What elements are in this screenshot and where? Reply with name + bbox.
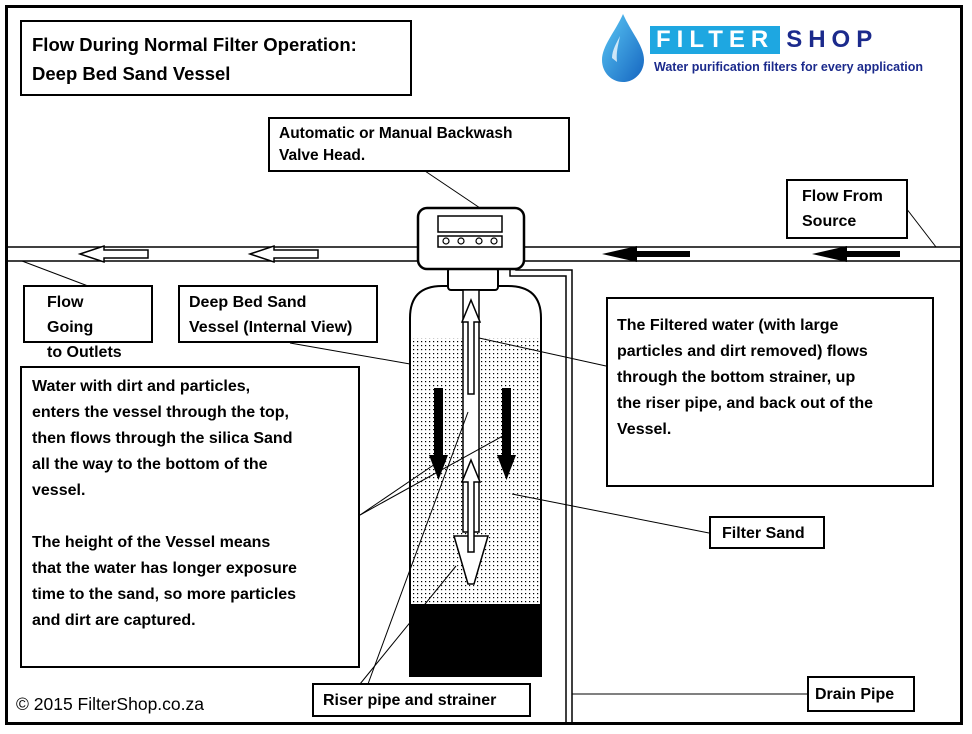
valve-connector <box>447 267 499 291</box>
inflow-arrow-2 <box>812 246 900 262</box>
riser-pipe-label: Riser pipe and strainer <box>323 692 497 709</box>
filter-sand-label: Filter Sand <box>722 525 805 542</box>
main-pipe <box>8 246 960 262</box>
diagram-title: Flow During Normal Filter Operation: Dee… <box>32 34 357 84</box>
outflow-arrow-1 <box>77 244 149 264</box>
valve-head-label-box: Automatic or Manual Backwash Valve Head. <box>268 117 570 172</box>
copyright-notice: © 2015 FilterShop.co.za <box>16 694 204 714</box>
flow-to-outlets-label-box: Flow Going to Outlets <box>23 285 153 361</box>
riser-up-arrow-top <box>460 298 482 395</box>
flow-from-source-label: Flow From Source <box>802 188 883 230</box>
outflow-arrow-2 <box>247 244 319 264</box>
callout-lines <box>21 170 937 695</box>
vessel-internal-label-box: Deep Bed Sand Vessel (Internal View) <box>178 285 378 343</box>
logo-word-filter: FILTER <box>650 26 781 54</box>
inflow-arrow-1 <box>602 246 690 262</box>
logo-tagline: Water purification filters for every app… <box>654 60 924 74</box>
diagram-title-box: Flow During Normal Filter Operation: Dee… <box>20 20 412 96</box>
diagram-frame <box>5 5 963 725</box>
valve-head <box>416 206 526 271</box>
gravel-layer <box>411 604 540 675</box>
drain-pipe-label-box: Drain Pipe <box>807 676 915 712</box>
logo-word-shop: SHOP <box>786 26 879 53</box>
strainer <box>453 535 489 585</box>
flow-from-source-label-box: Flow From Source <box>786 179 908 239</box>
valve-head-label: Automatic or Manual Backwash Valve Head. <box>279 125 513 164</box>
riser-pipe-label-box: Riser pipe and strainer <box>312 683 531 717</box>
inflow-description: Water with dirt and particles, enters th… <box>32 378 297 629</box>
vessel-internal-label: Deep Bed Sand Vessel (Internal View) <box>189 294 353 336</box>
inflow-description-box: Water with dirt and particles, enters th… <box>20 366 360 668</box>
flow-to-outlets-label: Flow Going to Outlets <box>47 294 122 361</box>
outflow-description-box: The Filtered water (with large particles… <box>606 297 934 487</box>
down-arrow-left <box>429 388 448 480</box>
water-drop-icon <box>602 14 644 82</box>
outflow-description: The Filtered water (with large particles… <box>617 317 874 438</box>
riser-up-arrow-bottom <box>460 458 482 553</box>
filter-sand-label-box: Filter Sand <box>709 516 825 549</box>
drain-pipe-label: Drain Pipe <box>815 686 895 703</box>
